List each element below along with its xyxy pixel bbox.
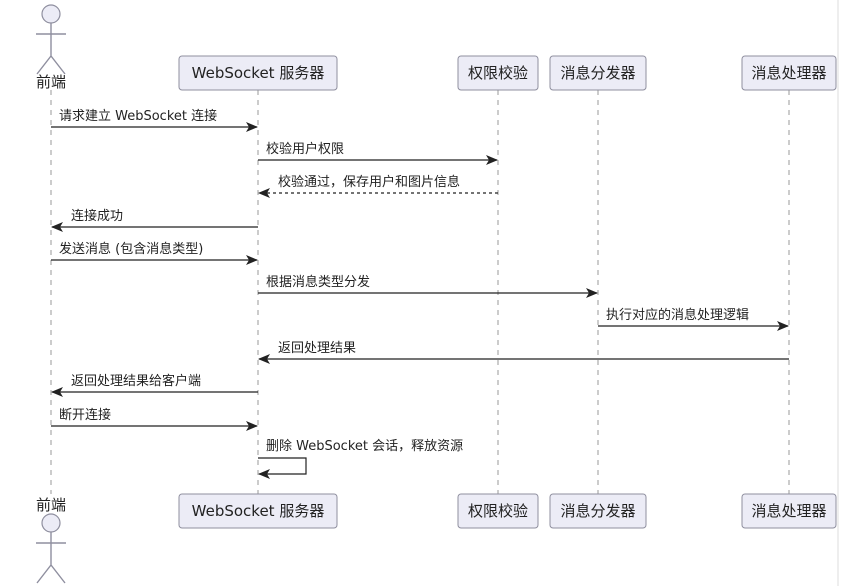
actor-top: 前端 <box>36 4 66 91</box>
participant-label: 权限校验 <box>468 502 528 520</box>
participant-box <box>178 493 338 529</box>
message: 校验用户权限 <box>258 141 498 165</box>
actor-bottom: 前端 <box>36 496 66 584</box>
message-label: 返回处理结果给客户端 <box>71 373 201 389</box>
participant-box <box>741 493 837 529</box>
message: 请求建立 WebSocket 连接 <box>51 108 258 132</box>
message: 连接成功 <box>51 208 258 232</box>
participant-label: WebSocket 服务器 <box>192 502 325 520</box>
message-label: 返回处理结果 <box>278 341 356 356</box>
participant-handler-top: 消息处理器 <box>741 55 837 91</box>
self-message-arrow <box>258 457 307 479</box>
actor-label: 前端 <box>36 496 66 514</box>
participant-dispatcher-top: 消息分发器 <box>549 55 647 91</box>
message-label: 根据消息类型分发 <box>266 274 370 290</box>
message: 根据消息类型分发 <box>258 274 598 298</box>
participant-box <box>178 55 338 91</box>
participant-label: 权限校验 <box>468 64 528 82</box>
message: 校验通过，保存用户和图片信息 <box>258 174 498 198</box>
participant-box <box>741 55 837 91</box>
message-label: 执行对应的消息处理逻辑 <box>606 307 749 323</box>
message-label: 连接成功 <box>71 208 123 224</box>
participant-box <box>457 493 539 529</box>
actor-head-icon <box>41 4 61 24</box>
message: 断开连接 <box>51 407 258 431</box>
participant-label: 消息分发器 <box>560 64 635 82</box>
message: 发送消息 (包含消息类型) <box>51 241 258 265</box>
participant-dispatcher-bottom: 消息分发器 <box>549 493 647 529</box>
actor-body-icon <box>36 532 66 584</box>
participant-server-bottom: WebSocket 服务器 <box>178 493 338 529</box>
lifelines <box>50 90 790 494</box>
message: 执行对应的消息处理逻辑 <box>598 307 789 331</box>
message: 删除 WebSocket 会话，释放资源 <box>258 439 463 479</box>
message: 返回处理结果 <box>258 341 789 364</box>
actor-label: 前端 <box>36 73 66 91</box>
participant-server-top: WebSocket 服务器 <box>178 55 338 91</box>
participant-auth-top: 权限校验 <box>457 55 539 91</box>
participant-handler-bottom: 消息处理器 <box>741 493 837 529</box>
participant-label: 消息处理器 <box>751 64 826 82</box>
message-label: 请求建立 WebSocket 连接 <box>59 108 217 124</box>
participant-label: 消息处理器 <box>751 502 826 520</box>
message: 返回处理结果给客户端 <box>51 373 258 397</box>
participants-bottom: 前端 WebSocket 服务器 权限校验 消息分发器 消息处理器 <box>36 493 837 584</box>
participant-box <box>549 55 647 91</box>
message-label: 发送消息 (包含消息类型) <box>59 241 203 257</box>
message-label: 删除 WebSocket 会话，释放资源 <box>266 439 463 454</box>
participant-label: 消息分发器 <box>560 502 635 520</box>
participant-auth-bottom: 权限校验 <box>457 493 539 529</box>
messages: 请求建立 WebSocket 连接校验用户权限校验通过，保存用户和图片信息连接成… <box>51 108 789 479</box>
participant-label: WebSocket 服务器 <box>192 64 325 82</box>
actor-body-icon <box>36 23 66 75</box>
actor-head-icon <box>41 513 61 533</box>
message-label: 断开连接 <box>59 407 111 423</box>
message-label: 校验用户权限 <box>266 141 344 157</box>
participants-top: 前端 WebSocket 服务器 权限校验 消息分发器 消息处理器 <box>36 4 837 91</box>
participant-box <box>457 55 539 91</box>
participant-box <box>549 493 647 529</box>
message-label: 校验通过，保存用户和图片信息 <box>278 174 460 190</box>
